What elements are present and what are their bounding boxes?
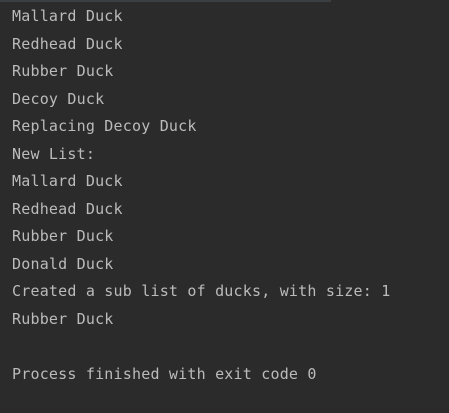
- console-line: Decoy Duck: [12, 89, 105, 108]
- console-line: Rubber Duck: [12, 227, 114, 245]
- console-line: Redhead Duck: [12, 34, 123, 53]
- console-blank-line: [12, 333, 449, 361]
- console-line: Mallard Duck: [12, 172, 123, 190]
- console-line: Redhead Duck: [12, 199, 123, 218]
- console-line: Mallard Duck: [12, 7, 123, 25]
- console-line: Rubber Duck: [12, 309, 114, 328]
- console-line: Replacing Decoy Duck: [12, 117, 197, 135]
- run-console-output[interactable]: Mallard Duck Redhead Duck Rubber Duck De…: [12, 3, 449, 388]
- panel-top-border: [0, 0, 331, 2]
- console-line: Created a sub list of ducks, with size: …: [12, 282, 391, 300]
- console-line: Donald Duck: [12, 254, 114, 273]
- console-line: New List:: [12, 144, 96, 163]
- process-exit-message: Process finished with exit code 0: [12, 364, 317, 383]
- console-line: Rubber Duck: [12, 62, 114, 80]
